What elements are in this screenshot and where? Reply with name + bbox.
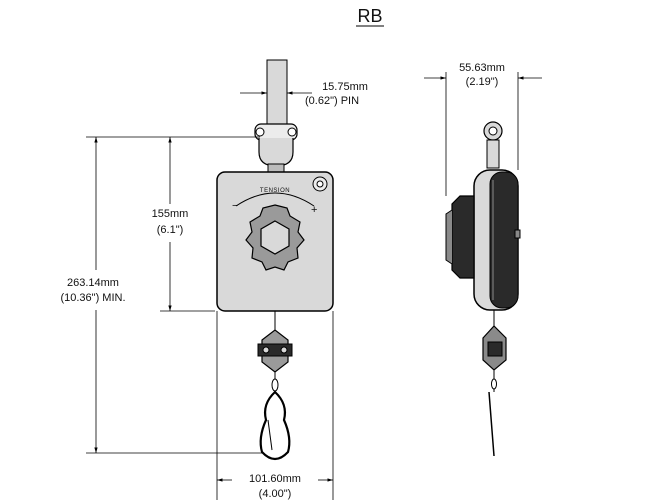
side-hook bbox=[488, 391, 495, 457]
tension-label: TENSION bbox=[260, 188, 290, 194]
side-cable-loop bbox=[491, 378, 497, 390]
stopper-screw-left bbox=[262, 346, 270, 354]
pin-end-right bbox=[287, 127, 297, 137]
side-body-tab bbox=[514, 229, 521, 239]
corner-hole-inner bbox=[316, 180, 324, 188]
side-view bbox=[445, 121, 521, 457]
side-dim-inch: (2.19") bbox=[466, 76, 499, 88]
front-view: TENSION − + bbox=[216, 59, 334, 461]
side-dim-mm: 55.63mm bbox=[459, 62, 505, 74]
width-dim-inch: (4.00") bbox=[259, 488, 292, 500]
side-dimensions bbox=[424, 72, 542, 196]
side-knob bbox=[451, 195, 475, 279]
hook-latch bbox=[267, 419, 273, 451]
drawing-title: RB bbox=[357, 6, 382, 26]
shackle bbox=[258, 138, 294, 167]
tension-arc bbox=[235, 192, 315, 207]
total-dim-mm: 263.14mm bbox=[67, 277, 119, 289]
cable-loop bbox=[271, 378, 279, 392]
pin-end-left bbox=[255, 127, 265, 137]
side-eye-hole bbox=[488, 126, 498, 136]
width-dim-mm: 101.60mm bbox=[249, 473, 301, 485]
stopper-screw-right bbox=[280, 346, 288, 354]
total-dim-inch: (10.36") MIN. bbox=[60, 292, 125, 304]
top-rod bbox=[266, 59, 288, 125]
side-knob-edge bbox=[445, 209, 453, 265]
pin-dim-inch: (0.62") PIN bbox=[305, 95, 359, 107]
side-stopper-core bbox=[487, 341, 503, 357]
shackle-neck bbox=[267, 163, 285, 173]
snap-hook bbox=[259, 390, 291, 461]
pin-dim-mm: 15.75mm bbox=[322, 81, 368, 93]
side-eye-stem bbox=[486, 139, 500, 169]
tension-plus: + bbox=[311, 204, 317, 216]
body-dim-inch: (6.1") bbox=[157, 224, 184, 236]
tension-minus: − bbox=[232, 200, 238, 212]
body-dim-mm: 155mm bbox=[152, 208, 189, 220]
side-body-dark bbox=[489, 171, 519, 309]
knob-hex bbox=[260, 220, 290, 255]
front-dimensions bbox=[86, 85, 334, 500]
